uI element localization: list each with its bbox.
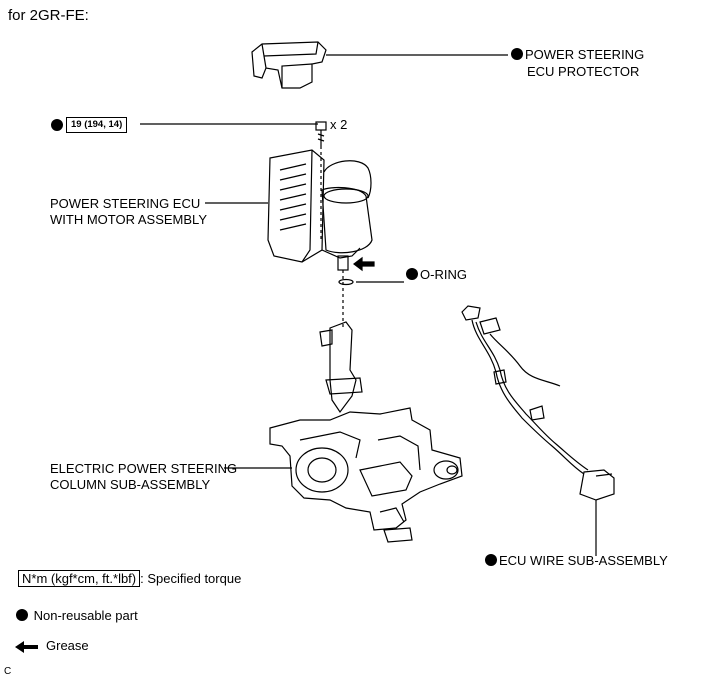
nonreusable-dot-icon	[16, 609, 28, 621]
label-ecu-wire-text: ECU WIRE SUB-ASSEMBLY	[499, 553, 668, 568]
steering-column-drawing	[269, 321, 463, 543]
legend-torque-desc: : Specified torque	[140, 571, 242, 586]
grease-arrow-icon	[15, 641, 38, 653]
ecu-protector-drawing	[251, 41, 327, 89]
label-ecu-protector-line1: POWER STEERING	[525, 47, 645, 62]
label-ecu-protector: POWER STEERING	[511, 47, 644, 63]
legend-torque: N*m (kgf*cm, ft.*lbf): Specified torque	[18, 570, 242, 587]
ecu-motor-drawing	[267, 149, 373, 271]
nonreusable-dot-icon	[406, 268, 418, 280]
label-o-ring: O-RING	[406, 267, 467, 283]
figure-code: C	[4, 666, 12, 677]
legend-nonreusable-text: Non-reusable part	[33, 608, 138, 623]
label-o-ring-text: O-RING	[420, 267, 467, 282]
legend-torque-unit: N*m (kgf*cm, ft.*lbf)	[18, 570, 141, 587]
label-ecu-wire: ECU WIRE SUB-ASSEMBLY	[485, 553, 668, 569]
ecu-wire-drawing	[461, 305, 615, 556]
label-ecu-line1: POWER STEERING ECU	[50, 196, 201, 211]
bolt-drawing	[315, 121, 327, 146]
label-ecu-protector-line2: ECU PROTECTOR	[527, 64, 640, 79]
legend-grease-text: Grease	[46, 638, 89, 653]
nonreusable-dot-icon	[511, 48, 523, 60]
label-ecu-line2: WITH MOTOR ASSEMBLY	[50, 212, 207, 227]
legend-nonreusable: Non-reusable part	[16, 608, 138, 624]
page-title: for 2GR-FE:	[8, 7, 89, 24]
torque-spec-box: 19 (194, 14)	[66, 117, 128, 133]
label-column-line1: ELECTRIC POWER STEERING	[50, 461, 238, 476]
bolt-quantity: x 2	[330, 117, 348, 132]
nonreusable-dot-icon	[51, 119, 63, 131]
label-column-line2: COLUMN SUB-ASSEMBLY	[50, 477, 211, 492]
nonreusable-dot-icon	[485, 554, 497, 566]
